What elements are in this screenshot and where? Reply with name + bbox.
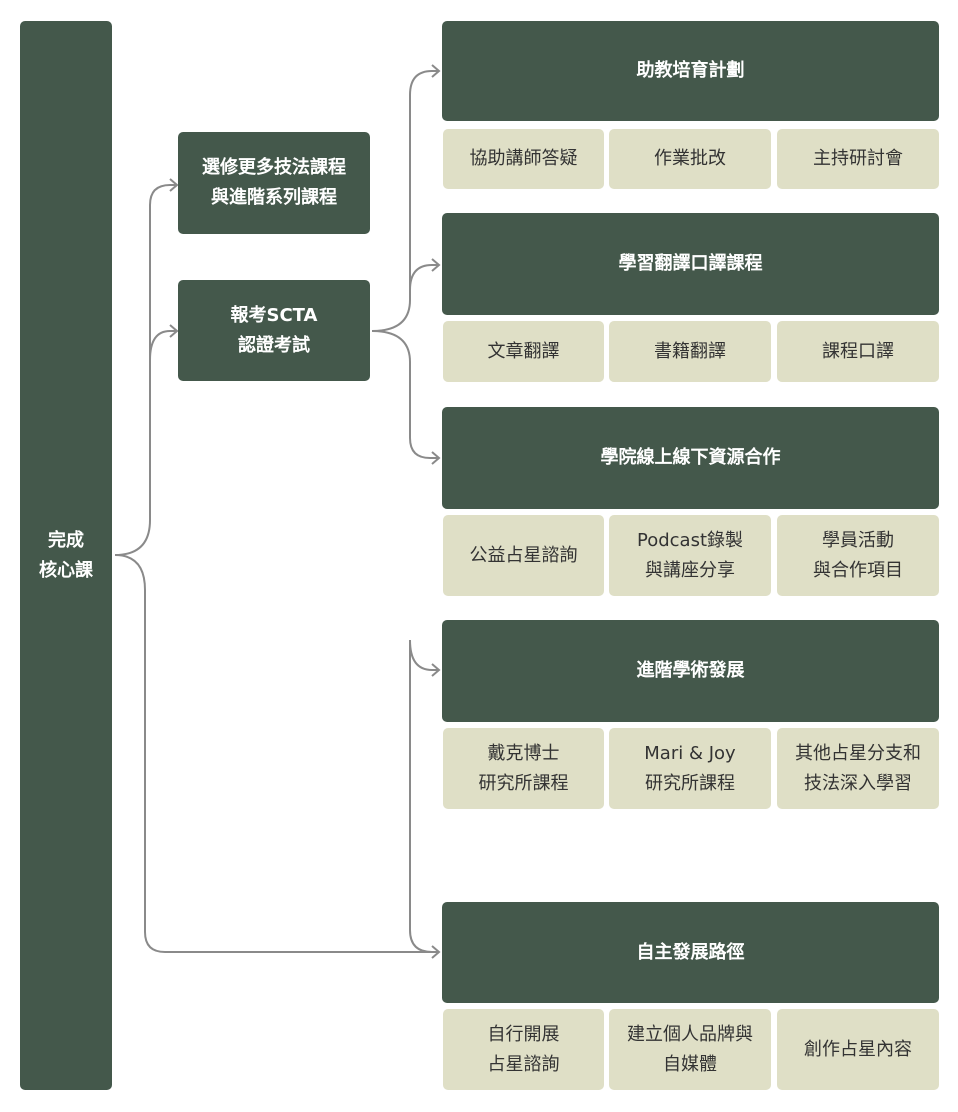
group-item: 主持研討會 bbox=[777, 129, 939, 189]
group-item: 公益占星諮詢 bbox=[443, 515, 604, 596]
group-title: 學院線上線下資源合作 bbox=[600, 447, 781, 468]
item-label: 文章翻譯 bbox=[487, 340, 560, 362]
group-item: 其他占星分支和 技法深入學習 bbox=[777, 728, 939, 809]
group-title: 助教培育計劃 bbox=[636, 60, 745, 81]
item-label: 建立個人品牌與 自媒體 bbox=[627, 1023, 753, 1075]
group-item: 建立個人品牌與 自媒體 bbox=[609, 1009, 771, 1090]
arrowhead bbox=[431, 451, 441, 465]
group-item: 文章翻譯 bbox=[443, 321, 604, 382]
group-item: 作業批改 bbox=[609, 129, 771, 189]
arrowhead bbox=[169, 178, 179, 192]
arrowhead bbox=[431, 258, 441, 272]
branch-label: 選修更多技法課程 與進階系列課程 bbox=[202, 157, 346, 208]
group-title: 自主發展路徑 bbox=[636, 941, 745, 963]
connector-scta-to-group2 bbox=[409, 264, 438, 291]
branch-scta-exam: 報考SCTA 認證考試 bbox=[178, 280, 370, 381]
branch-label: 報考SCTA 認證考試 bbox=[230, 304, 318, 356]
item-label: 課程口譯 bbox=[822, 340, 894, 362]
group-header: 學習翻譯口譯課程 bbox=[442, 213, 939, 315]
group-header: 助教培育計劃 bbox=[442, 21, 939, 121]
group-item: 書籍翻譯 bbox=[609, 321, 771, 382]
item-label: 公益占星諮詢 bbox=[469, 544, 578, 566]
group-item: 創作占星內容 bbox=[777, 1009, 939, 1090]
group-item: 協助講師答疑 bbox=[443, 129, 604, 189]
arrowhead bbox=[169, 324, 179, 338]
item-label: 學員活動 與合作項目 bbox=[813, 529, 903, 581]
root-label: 完成 核心課 bbox=[39, 529, 93, 581]
connector-root-to-electives bbox=[114, 184, 176, 556]
group-item: Mari & Joy 研究所課程 bbox=[609, 728, 771, 809]
item-label: 書籍翻譯 bbox=[654, 340, 726, 362]
group-header: 學院線上線下資源合作 bbox=[442, 407, 939, 509]
connector-scta-to-group3 bbox=[371, 330, 438, 459]
group-item: 戴克博士 研究所課程 bbox=[443, 728, 604, 809]
item-label: 創作占星內容 bbox=[804, 1038, 912, 1060]
item-label: 作業批改 bbox=[654, 148, 726, 169]
item-label: 主持研討會 bbox=[813, 148, 903, 169]
item-label: 自行開展 占星諮詢 bbox=[487, 1023, 560, 1075]
group-item: 課程口譯 bbox=[777, 321, 939, 382]
arrowhead bbox=[431, 663, 441, 677]
connector-root-to-scta bbox=[149, 330, 176, 361]
group-title: 進階學術發展 bbox=[636, 660, 745, 681]
connector-root-to-self-path bbox=[114, 554, 438, 953]
item-label: 戴克博士 研究所課程 bbox=[478, 742, 569, 794]
item-label: Mari & Joy 研究所課程 bbox=[644, 742, 736, 794]
item-label: Podcast錄製 與講座分享 bbox=[636, 529, 743, 581]
group-title: 學習翻譯口譯課程 bbox=[618, 253, 763, 274]
group-header: 進階學術發展 bbox=[442, 620, 939, 722]
group-header: 自主發展路徑 bbox=[442, 902, 939, 1003]
arrowhead bbox=[431, 945, 441, 959]
connector-scta-to-group5 bbox=[409, 640, 433, 953]
item-label: 協助講師答疑 bbox=[469, 148, 578, 169]
arrowhead bbox=[431, 64, 441, 78]
item-label: 其他占星分支和 技法深入學習 bbox=[795, 742, 921, 794]
branch-electives: 選修更多技法課程 與進階系列課程 bbox=[178, 132, 370, 234]
group-item: 學員活動 與合作項目 bbox=[777, 515, 939, 596]
group-item: 自行開展 占星諮詢 bbox=[443, 1009, 604, 1090]
root-node: 完成 核心課 bbox=[20, 21, 112, 1090]
group-item: Podcast錄製 與講座分享 bbox=[609, 515, 771, 596]
connector-scta-to-group1 bbox=[371, 70, 438, 332]
